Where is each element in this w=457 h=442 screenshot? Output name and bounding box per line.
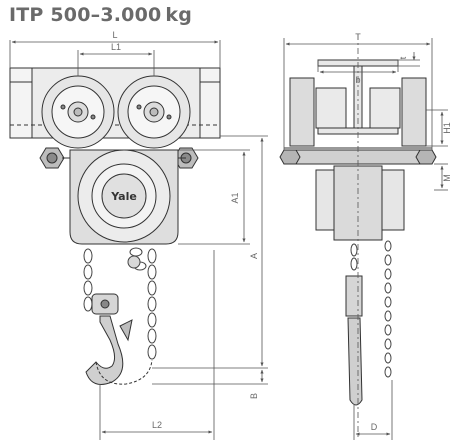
dim-label-a: A: [249, 253, 259, 259]
trolley-wheel-right: [117, 75, 191, 149]
load-chain: [83, 248, 157, 360]
diagram-title: ITP 500–3.000 kg: [9, 4, 193, 26]
hand-chain: [127, 247, 147, 271]
brand-logo: Yale: [110, 190, 137, 203]
dim-label-a1: A1: [230, 192, 240, 203]
dim-label-b-flange: b: [355, 75, 360, 85]
dim-label-l1: L1: [111, 42, 121, 52]
dim-label-l2: L2: [152, 420, 162, 430]
dim-label-b: B: [249, 393, 259, 399]
dim-label-t-width: T: [355, 32, 361, 42]
dim-label-m: M: [442, 174, 452, 182]
dim-label-d: D: [371, 422, 378, 432]
nut-left: [39, 147, 65, 169]
dim-label-l: L: [112, 30, 117, 40]
dim-label-t-thickness: t: [398, 56, 408, 59]
hook: [85, 293, 133, 385]
dim-label-h1: H1: [442, 122, 452, 134]
side-view: [279, 59, 437, 406]
side-dimensions: [283, 34, 448, 440]
trolley-wheel-left: [41, 75, 115, 149]
front-view: [9, 67, 221, 385]
front-dimensions: [9, 40, 268, 440]
